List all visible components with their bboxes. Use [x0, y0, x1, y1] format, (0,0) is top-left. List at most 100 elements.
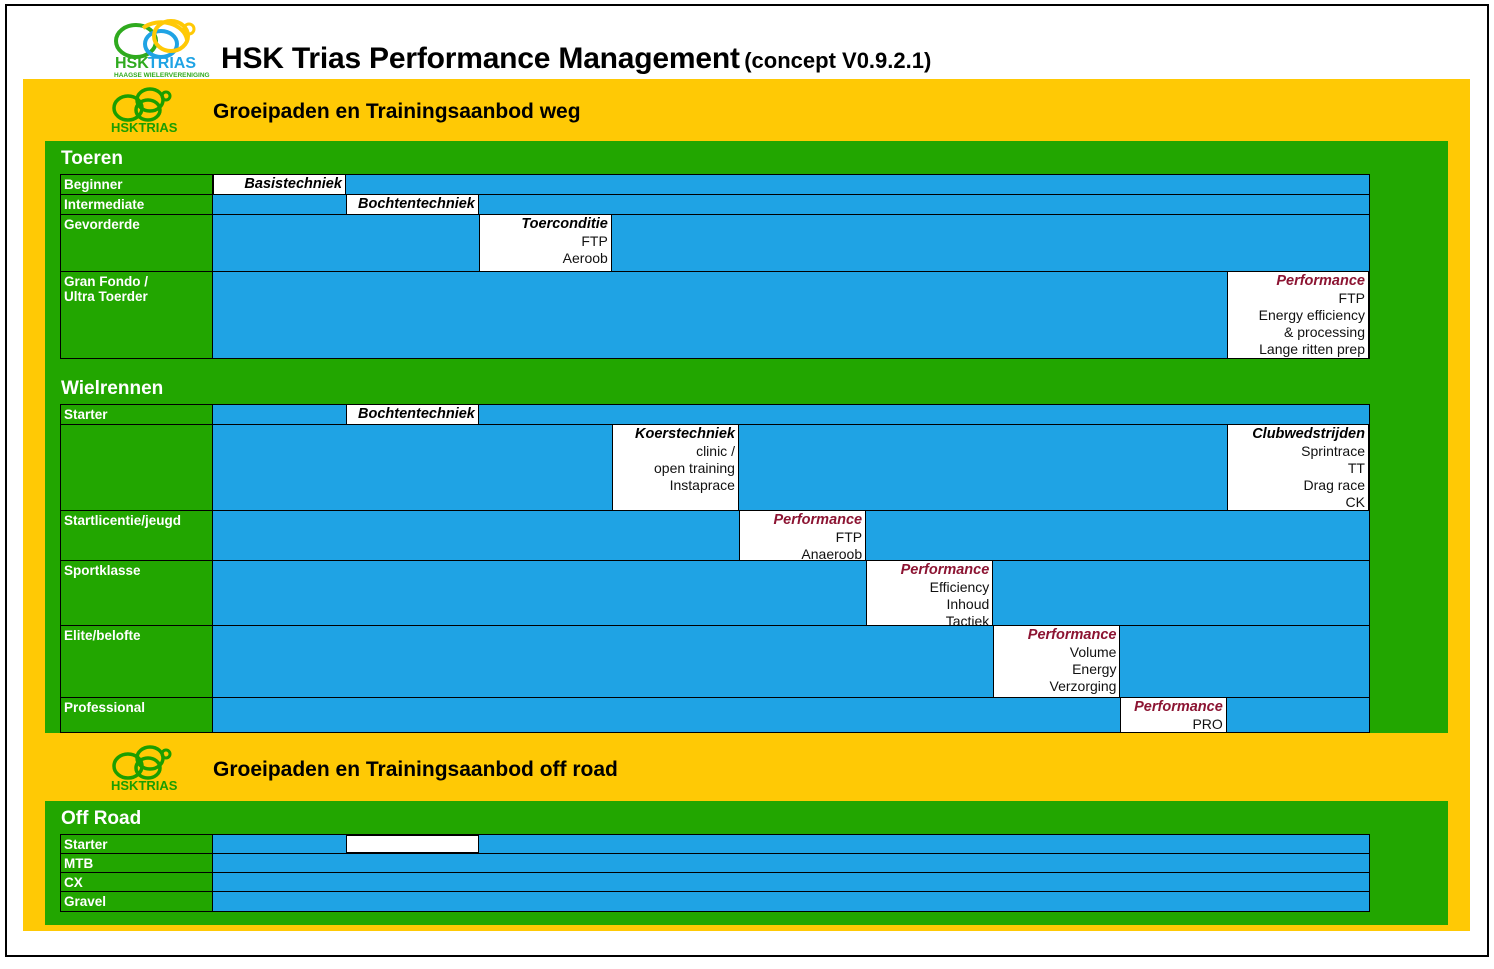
hsk-trias-logo-svg: HSK TRIAS HAAGSE WIELERVERENIGING — [114, 19, 210, 79]
training-card-line: Drag race — [1303, 477, 1365, 493]
table-row: Beginner Basistechniek — [61, 175, 1369, 195]
offroad-band-title: Groeipaden en Trainingsaanbod off road — [213, 758, 618, 781]
svg-text:HSKTRIAS: HSKTRIAS — [111, 120, 178, 135]
row-label: Starter — [61, 835, 213, 853]
training-card-title: Clubwedstrijden — [1252, 426, 1365, 442]
row-track — [213, 835, 1369, 853]
table-row: Starter Bochtentechniek — [61, 405, 1369, 425]
training-card-line: Inhoud — [946, 596, 990, 612]
training-card-title: Koerstechniek — [635, 426, 735, 442]
row-label: Gravel — [61, 892, 213, 911]
hsk-trias-logo-green-svg: HSKTRIAS — [111, 87, 178, 135]
training-card-line: TT — [1347, 460, 1365, 476]
training-card-title: Basistechniek — [244, 176, 342, 192]
training-card-line: open training — [654, 460, 735, 476]
section-heading-offroad: Off Road — [61, 808, 142, 829]
training-card-line: FTP — [835, 529, 863, 545]
training-card-line: Instaprace — [669, 477, 735, 493]
row-track: Bochtentechniek — [213, 405, 1369, 424]
offroad-band-title-row: HSKTRIAS Groeipaden en Trainingsaanbod o… — [104, 742, 618, 798]
training-card-line: & processing — [1284, 324, 1365, 340]
table-row: Intermediate Bochtentechniek — [61, 195, 1369, 215]
row-track — [213, 854, 1369, 872]
row-label: MTB — [61, 854, 213, 872]
table-row: Gravel — [61, 892, 1369, 911]
training-card-line: Energy efficiency — [1258, 307, 1365, 323]
row-label: Elite/belofte — [61, 626, 213, 697]
training-card[interactable] — [345, 835, 479, 853]
svg-text:TRIAS: TRIAS — [148, 55, 196, 72]
row-label: Sportklasse — [61, 561, 213, 625]
training-card-title: Performance — [1027, 627, 1117, 643]
training-card[interactable]: Bochtentechniek — [345, 195, 479, 214]
page-title-version: (concept V0.9.2.1) — [744, 48, 932, 73]
training-card-line: FTP — [1338, 290, 1365, 306]
training-card-line: Volume — [1069, 644, 1117, 660]
section-heading-toeren: Toeren — [61, 148, 123, 169]
hsk-trias-logo-green-svg-2: HSKTRIAS — [111, 745, 178, 793]
training-card-title: Performance — [773, 512, 863, 528]
training-card-line: clinic / — [696, 443, 735, 459]
training-card-line: Efficiency — [929, 579, 990, 595]
road-band-title-row: HSKTRIAS Groeipaden en Trainingsaanbod w… — [104, 84, 581, 140]
row-label: Startlicentie/jeugd — [61, 511, 213, 560]
training-card-line: Verzorging — [1049, 678, 1117, 694]
row-track: Basistechniek — [213, 175, 1369, 194]
row-label: Professional — [61, 698, 213, 732]
training-card-line: Aeroob — [562, 250, 608, 266]
row-label — [61, 425, 213, 510]
hsk-trias-logo-green: HSKTRIAS — [104, 86, 184, 138]
table-row: MTB — [61, 854, 1369, 873]
table-row: Starter — [61, 835, 1369, 854]
row-label: Gran Fondo / Ultra Toerder — [61, 272, 213, 358]
row-label: Starter — [61, 405, 213, 424]
row-track — [213, 892, 1369, 911]
row-label: Beginner — [61, 175, 213, 194]
hsk-trias-logo: HSK TRIAS HAAGSE WIELERVERENIGING — [103, 14, 211, 80]
svg-text:HSK: HSK — [115, 55, 149, 72]
training-card-title: Toerconditie — [521, 216, 608, 232]
page-title: HSK Trias Performance Management (concep… — [221, 42, 931, 76]
training-card-line: FTP — [581, 233, 608, 249]
row-label: CX — [61, 873, 213, 891]
training-card-title: Performance — [1276, 273, 1365, 289]
training-card-line: Tactiek — [945, 613, 990, 625]
training-card-title: Bochtentechniek — [358, 406, 475, 422]
training-card[interactable]: Basistechniek — [213, 175, 346, 194]
training-card-line: Lange ritten prep — [1259, 341, 1365, 357]
table-row: CX — [61, 873, 1369, 892]
road-band-title: Groeipaden en Trainingsaanbod weg — [213, 100, 581, 123]
training-card-line: CK — [1345, 494, 1365, 510]
training-card-title: Bochtentechniek — [358, 196, 475, 212]
training-card-line: Energy — [1072, 661, 1117, 677]
row-label: Intermediate — [61, 195, 213, 214]
row-label: Gevorderde — [61, 215, 213, 271]
svg-text:HAAGSE WIELERVERENIGING: HAAGSE WIELERVERENIGING — [114, 72, 210, 79]
training-card[interactable]: Bochtentechniek — [345, 405, 479, 424]
